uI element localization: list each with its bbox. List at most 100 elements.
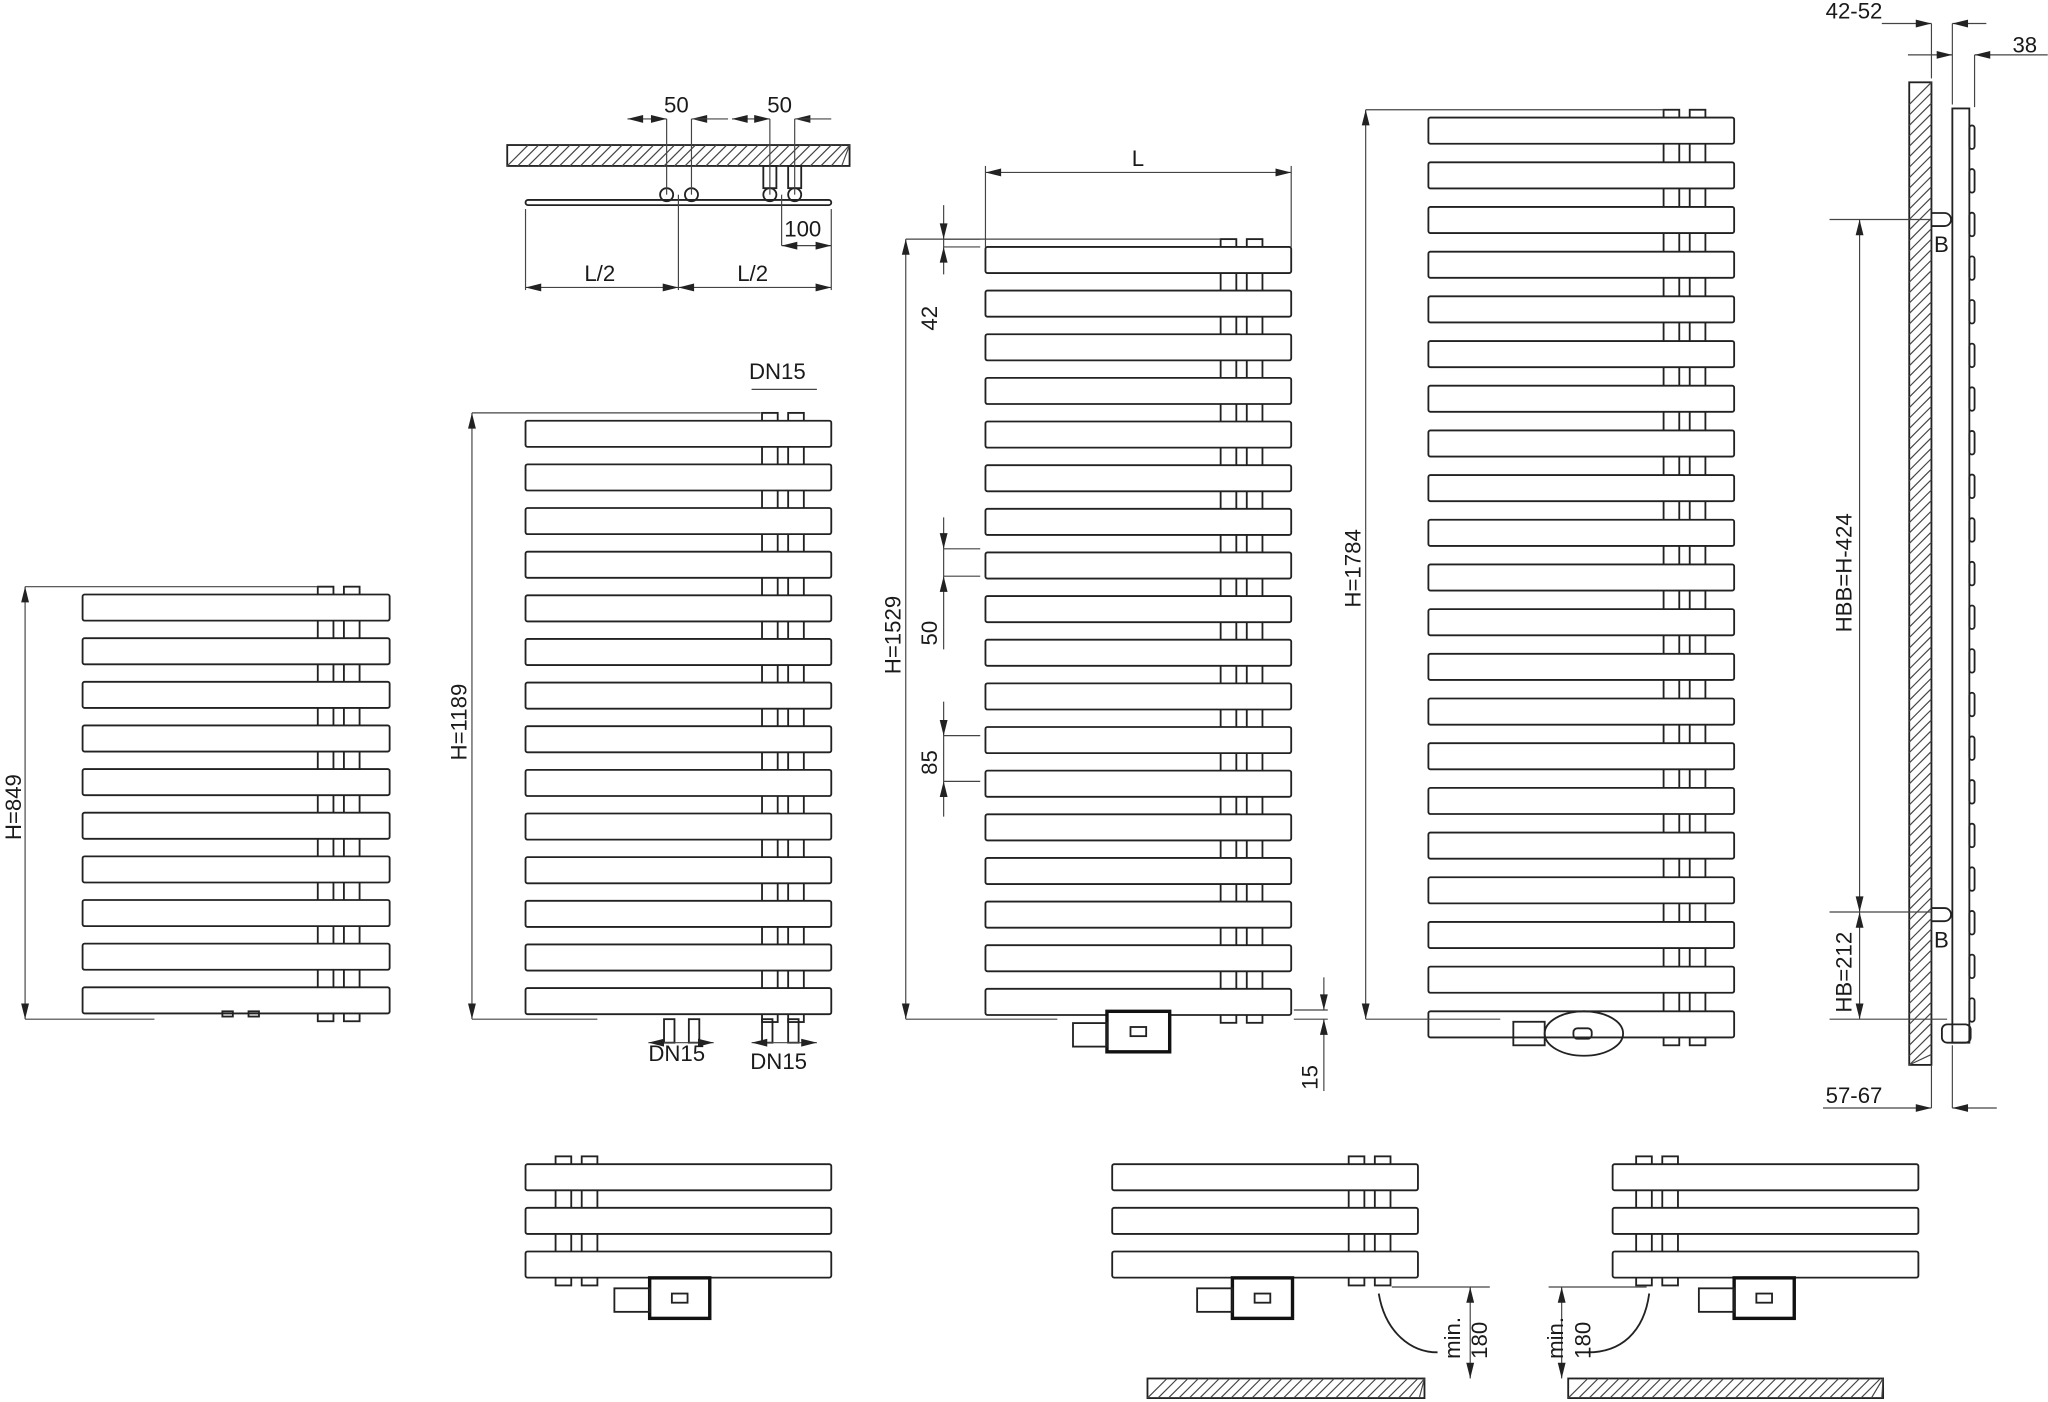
hatch-line	[1908, 207, 1932, 231]
arrow-head	[1936, 50, 1953, 59]
hatch-line	[1908, 573, 1932, 597]
arrow-head	[1361, 109, 1370, 126]
radiator-bar	[1427, 384, 1736, 413]
bar-end	[1968, 430, 1976, 456]
hatch-line	[1188, 1378, 1210, 1399]
radiator-bar	[524, 943, 833, 972]
arrow-head	[781, 241, 798, 250]
bar-end	[1968, 866, 1976, 892]
arrow-head	[901, 1003, 910, 1020]
hatch-line	[1682, 1378, 1704, 1399]
hatch-line	[1908, 228, 1932, 252]
hatch-line	[1908, 196, 1932, 220]
radiator-bar	[1111, 1206, 1419, 1235]
bar-end	[1968, 779, 1976, 805]
dim-85: 85	[917, 750, 942, 775]
arrow-head	[650, 114, 667, 123]
hatch-line	[1908, 740, 1932, 764]
radiator-bar	[984, 900, 1293, 929]
arrow-head	[1855, 896, 1864, 913]
min-value-2: 180	[1570, 1322, 1595, 1359]
height-1529: H=1529	[881, 596, 906, 674]
hatch-line	[1241, 1378, 1262, 1399]
hatch-line	[1829, 1378, 1850, 1399]
radiator-bar	[524, 419, 833, 448]
arrow-head	[21, 1003, 30, 1020]
radiator-bar	[81, 680, 391, 709]
sensor-cable	[1377, 1293, 1438, 1354]
hatch-line	[1908, 782, 1932, 806]
hatch-line	[1324, 1378, 1346, 1399]
bar-end	[1968, 953, 1976, 980]
hatch-line	[1335, 1378, 1356, 1399]
hatch-line	[820, 144, 843, 167]
hatch-line	[600, 144, 623, 167]
dim-hb: HB=212	[1832, 932, 1857, 1013]
arrow-head	[1557, 1362, 1566, 1379]
connector-stub	[221, 1010, 234, 1018]
arrow-head	[697, 1038, 714, 1047]
radiator-bar	[1427, 965, 1736, 994]
valve-side	[1940, 1023, 1972, 1044]
hatch-line	[1908, 928, 1932, 952]
hatch-line	[705, 144, 728, 167]
arrow-head	[985, 168, 1002, 177]
radiator-bar	[81, 942, 391, 971]
radiator-bar	[1611, 1250, 1920, 1279]
bar-end	[1968, 560, 1976, 587]
radiator-bar	[984, 595, 1293, 624]
radiator-bar	[1427, 831, 1736, 860]
radiator-bar	[1427, 161, 1736, 190]
hatch-line	[538, 144, 560, 167]
radiator-bar	[524, 463, 833, 492]
hatch-line	[1908, 980, 1932, 1004]
radiator-bar	[984, 682, 1293, 711]
bar-end	[1968, 691, 1976, 718]
arrow-head	[939, 533, 948, 549]
hatch-line	[1908, 939, 1932, 963]
label-dn15-bottom-right: DN15	[750, 1049, 807, 1074]
arrow-head	[662, 283, 679, 292]
hatch-line	[1908, 594, 1932, 618]
dim-38: 38	[2012, 32, 2037, 57]
hatch-line	[1251, 1378, 1273, 1399]
dim-15: 15	[1297, 1065, 1322, 1090]
hatch-line	[1693, 1378, 1714, 1399]
hatch-line	[1408, 1378, 1425, 1399]
hatch-line	[1661, 1378, 1683, 1399]
valve-body	[1196, 1287, 1234, 1313]
dim-100: 100	[784, 216, 821, 241]
radiator-bar	[984, 376, 1293, 405]
radiator-bar	[1427, 340, 1736, 369]
hatch-line	[1908, 635, 1932, 659]
thermostat-head	[1105, 1009, 1172, 1054]
hatch-line	[632, 144, 654, 167]
hatch-line	[1651, 1378, 1672, 1399]
valve-body	[1512, 1020, 1546, 1047]
hatch-line	[1908, 844, 1932, 869]
bar-end	[1968, 910, 1976, 936]
bar-end	[1968, 604, 1976, 630]
hatch-line	[1908, 458, 1932, 482]
arrow-head	[468, 412, 476, 429]
hatch-line	[1724, 1378, 1746, 1399]
radiator-bar	[984, 638, 1293, 667]
hatch-line	[1908, 667, 1932, 691]
hatch-line	[1908, 332, 1932, 356]
wall-bracket	[1931, 907, 1952, 923]
hatch-line	[1908, 604, 1932, 628]
pipe	[761, 411, 779, 1023]
hatch-line	[1908, 1001, 1932, 1025]
arrow-head	[21, 586, 30, 603]
bar-end	[1968, 168, 1976, 194]
arrow-head	[1855, 912, 1864, 928]
hatch-line	[653, 144, 675, 167]
hatch-line	[1908, 698, 1932, 722]
min-label-2: min.	[1543, 1317, 1568, 1359]
arrow-head	[1952, 19, 1969, 28]
thermostat-window	[1129, 1026, 1148, 1038]
connector-stub	[687, 1018, 701, 1044]
label-dn15-bottom-mid: DN15	[648, 1041, 705, 1066]
radiator-bar	[1427, 116, 1736, 145]
hatch-line	[1908, 876, 1932, 900]
